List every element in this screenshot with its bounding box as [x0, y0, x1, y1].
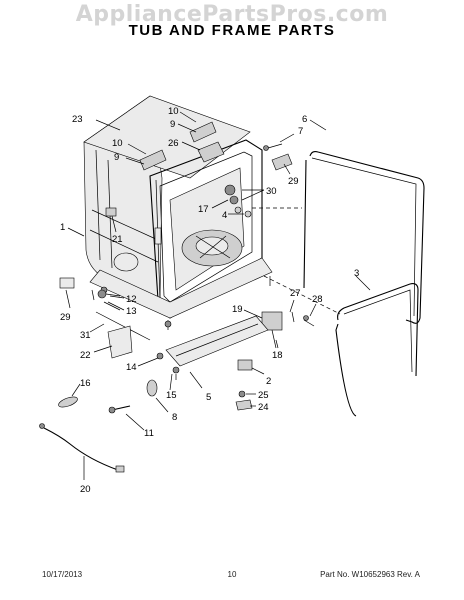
- footer-part-number: Part No. W10652963 Rev. A: [320, 570, 420, 579]
- footer-page-number: 10: [227, 570, 237, 579]
- callout-20: 20: [80, 484, 91, 495]
- callout-6: 6: [302, 114, 307, 125]
- callout-22: 22: [80, 350, 91, 361]
- callout-17: 17: [198, 204, 209, 215]
- callout-9-lower: 9: [114, 152, 119, 163]
- tub-assembly: [83, 95, 273, 330]
- callout-9-upper: 9: [170, 119, 175, 130]
- callout-30: 30: [266, 186, 277, 197]
- callout-15: 15: [166, 390, 177, 401]
- callout-10-upper: 10: [168, 106, 179, 117]
- callout-19: 19: [232, 304, 243, 315]
- callout-23: 23: [72, 114, 83, 125]
- callout-29-lower: 29: [60, 312, 71, 323]
- callout-31: 31: [80, 330, 91, 341]
- base-plate: [165, 315, 269, 367]
- callout-labels: 23 10 9 10 9 26 6 7 30 29 17 4 1 21 3 12…: [60, 106, 359, 495]
- callout-14: 14: [126, 362, 137, 373]
- callout-1: 1: [60, 222, 65, 233]
- callout-2: 2: [266, 376, 271, 387]
- drain-hose: [43, 427, 119, 471]
- callout-29-upper: 29: [288, 176, 299, 187]
- callout-10-lower: 10: [112, 138, 123, 149]
- callout-7: 7: [298, 126, 303, 137]
- callout-24: 24: [258, 402, 269, 413]
- callout-5: 5: [206, 392, 211, 403]
- callout-16: 16: [80, 378, 91, 389]
- callout-21: 21: [112, 234, 123, 245]
- watermark: AppliancePartsPros.com: [75, 2, 389, 27]
- callout-12: 12: [126, 294, 137, 305]
- page-title: TUB AND FRAME PARTS: [128, 22, 336, 39]
- callout-28: 28: [312, 294, 323, 305]
- callout-25: 25: [258, 390, 269, 401]
- callout-3: 3: [354, 268, 359, 279]
- footer-date: 10/17/2013: [42, 570, 83, 579]
- callout-11: 11: [144, 428, 154, 439]
- callout-4: 4: [222, 210, 227, 221]
- callout-27: 27: [290, 288, 301, 299]
- callout-26: 26: [168, 138, 179, 149]
- callout-18: 18: [272, 350, 283, 361]
- door-gasket: [309, 150, 425, 324]
- callout-8: 8: [172, 412, 177, 423]
- callout-13: 13: [126, 306, 137, 317]
- leader-lines: [65, 111, 371, 480]
- tub-gasket: [337, 283, 419, 377]
